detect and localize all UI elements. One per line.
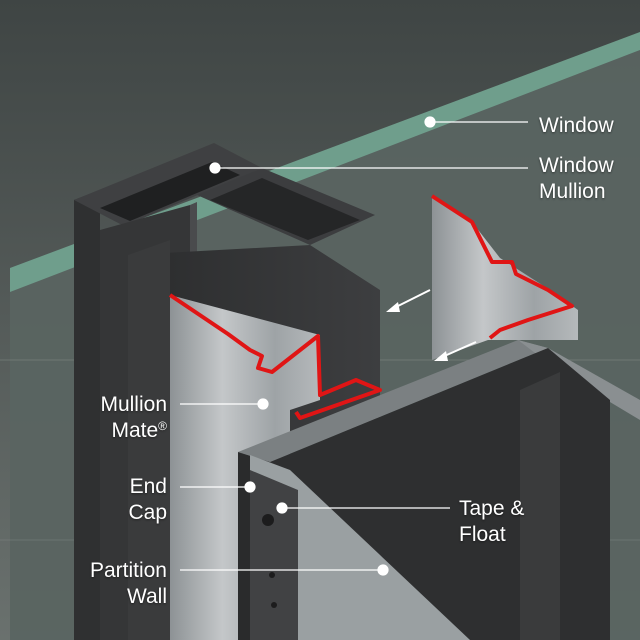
mullion-inner-top (100, 162, 240, 221)
arrow-icon (386, 289, 431, 312)
screw-icon (262, 514, 274, 526)
partition-wall-top (238, 340, 548, 462)
end-cap-label: End Cap (128, 475, 167, 524)
mullion-left-column (128, 240, 170, 640)
mullion-mate-right-aluminum (432, 196, 578, 360)
leader-lines (180, 116, 528, 576)
registered-mark: ® (158, 419, 167, 433)
mullion-mate-left-gasket (168, 293, 382, 420)
arrow-icon (434, 341, 477, 361)
mullion-right-cell-inner (210, 178, 360, 240)
mullion-mate-label: Mullion Mate® (100, 393, 167, 442)
end-cap-strip (250, 470, 298, 640)
screw-icon (269, 572, 275, 578)
partition-wall-label: Partition Wall (89, 559, 167, 608)
partition-inner-channel (520, 372, 560, 640)
tape-float-label: Tape & Float (459, 497, 525, 546)
screw-icon (271, 602, 277, 608)
mullion-mate-right-gasket (430, 194, 574, 340)
window-mullion-label: Window Mullion (539, 154, 614, 203)
window-label: Window (539, 114, 614, 137)
partition-wall-gypsum (250, 455, 470, 640)
mullion-outer-left (74, 190, 100, 640)
